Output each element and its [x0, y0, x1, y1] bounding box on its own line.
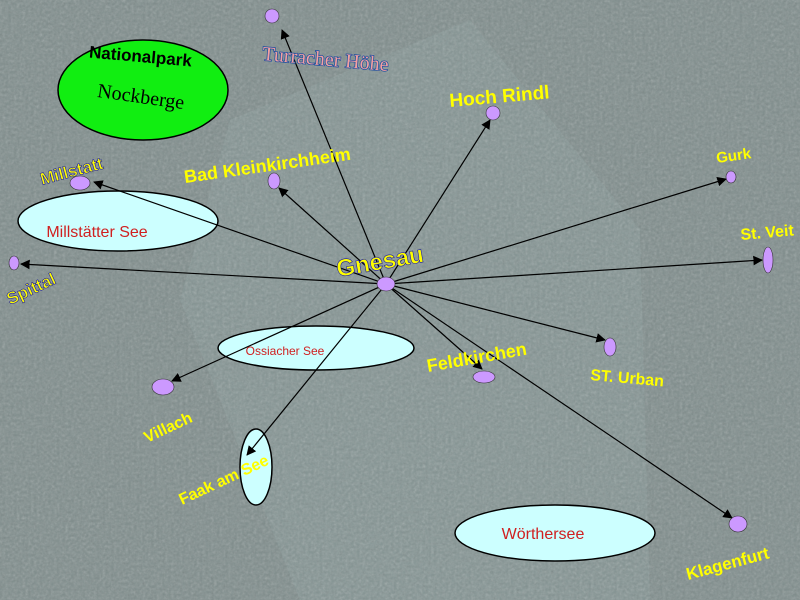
label-stveit: St. Veit: [740, 222, 795, 244]
lake-label-woerthersee: Wörthersee: [502, 526, 585, 543]
nationalpark-area: [57, 39, 229, 141]
route-feldkirchen: [385, 283, 483, 370]
route-klagenfurt: [385, 283, 733, 519]
label-sturban: ST. Urban: [590, 367, 665, 390]
route-stveit: [385, 255, 763, 285]
lake-millstaetter-see: [17, 190, 219, 252]
place-dot-turracher[interactable]: [264, 8, 280, 24]
route-turracher: [280, 29, 387, 285]
place-dot-feldkirchen[interactable]: [472, 370, 496, 384]
route-gurk: [385, 176, 727, 285]
place-dot-hochrindl[interactable]: [485, 105, 501, 121]
route-badklein: [278, 187, 387, 285]
route-spittal: [20, 259, 387, 285]
place-dot-gurk[interactable]: [725, 170, 737, 184]
place-dot-gnesau[interactable]: [376, 276, 396, 292]
lake-label-millstaetter: Millstätter See: [46, 224, 147, 241]
place-dot-badklein[interactable]: [267, 172, 281, 190]
place-dot-millstatt[interactable]: [69, 175, 91, 191]
route-villach: [171, 283, 387, 382]
place-dot-stveit[interactable]: [762, 246, 774, 274]
place-dot-sturban[interactable]: [603, 337, 617, 357]
route-sturban: [385, 283, 606, 343]
place-dot-klagenfurt[interactable]: [728, 515, 748, 533]
label-gurk: Gurk: [715, 145, 753, 167]
routes: [20, 29, 763, 519]
route-millstatt: [93, 180, 387, 285]
route-hochrindl: [385, 119, 491, 285]
lake-label-ossiacher: Ossiacher See: [246, 344, 325, 358]
place-dot-spittal[interactable]: [8, 255, 20, 271]
place-dot-villach[interactable]: [151, 378, 175, 396]
route-faak: [246, 283, 387, 456]
lake-woerthersee: [454, 504, 656, 562]
